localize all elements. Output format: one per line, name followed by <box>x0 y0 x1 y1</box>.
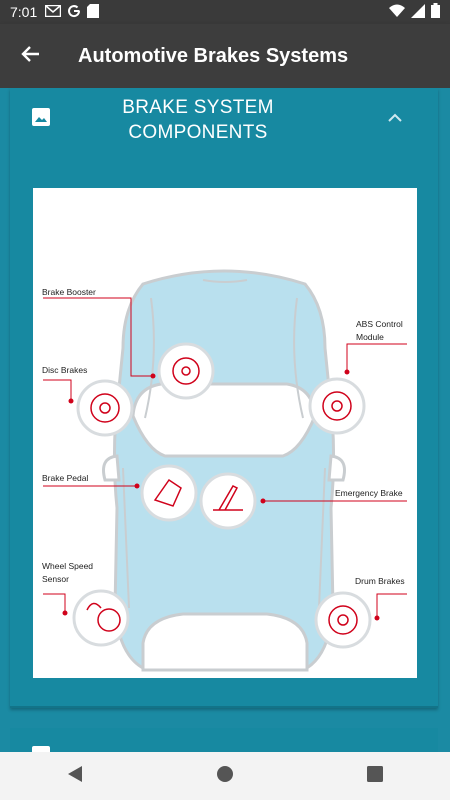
wheel-speed-sensor-icon <box>72 589 130 647</box>
image-icon <box>32 746 50 752</box>
car-illustration <box>43 269 407 672</box>
emergency-brake-icon <box>199 472 257 530</box>
signal-icon <box>411 3 425 21</box>
label-brake-booster: Brake Booster <box>42 287 96 297</box>
label-emergency-brake: Emergency Brake <box>335 488 403 498</box>
status-bar: 7:01 <box>0 0 450 24</box>
back-button[interactable] <box>0 24 60 88</box>
brake-components-diagram: Brake Booster ABS Control Module Disc Br… <box>33 188 417 678</box>
gmail-icon <box>45 4 62 20</box>
chevron-up-icon[interactable] <box>388 110 402 128</box>
image-icon <box>32 108 50 131</box>
back-triangle-icon[interactable] <box>67 765 83 788</box>
content-area: BRAKE SYSTEM COMPONENTS <box>0 88 450 752</box>
abs-module-icon <box>308 377 366 435</box>
label-disc-brakes: Disc Brakes <box>42 365 88 375</box>
home-circle-icon[interactable] <box>216 765 234 788</box>
label-wheel-speed-sensor: Wheel Speed Sensor <box>42 561 94 584</box>
label-drum-brakes: Drum Brakes <box>355 576 405 586</box>
section-header[interactable]: BRAKE SYSTEM COMPONENTS <box>10 88 438 148</box>
drum-brakes-icon <box>314 591 372 649</box>
next-section-card[interactable] <box>10 728 438 752</box>
brake-booster-icon <box>157 342 215 400</box>
section-heading: BRAKE SYSTEM COMPONENTS <box>122 97 274 143</box>
app-title: Automotive Brakes Systems <box>78 44 349 67</box>
brake-pedal-icon <box>140 464 198 522</box>
disc-brakes-icon <box>76 379 134 437</box>
section-card: BRAKE SYSTEM COMPONENTS <box>10 88 438 708</box>
system-nav-bar <box>0 752 450 800</box>
wifi-icon <box>389 4 405 20</box>
back-arrow-icon <box>20 44 40 69</box>
battery-icon <box>431 3 440 21</box>
sd-card-icon <box>87 3 100 21</box>
app-bar: Automotive Brakes Systems <box>0 24 450 88</box>
label-brake-pedal: Brake Pedal <box>42 473 89 483</box>
google-icon <box>67 4 81 21</box>
label-abs-control-module: ABS Control Module <box>356 319 403 342</box>
status-time: 7:01 <box>10 4 38 20</box>
recents-square-icon[interactable] <box>367 765 384 787</box>
